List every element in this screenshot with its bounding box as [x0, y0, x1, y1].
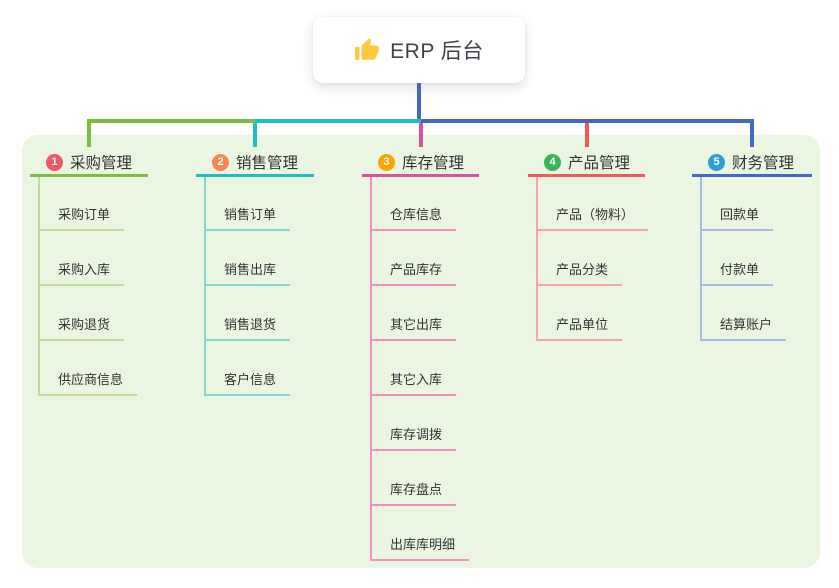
- branch-4-child-2[interactable]: 产品分类: [536, 258, 622, 286]
- child-node-label: 回款单: [720, 207, 760, 222]
- branch-header-2[interactable]: 2 销售管理: [196, 150, 314, 177]
- branch-badge-2: 2: [212, 153, 229, 171]
- branch-1-drop-line: [87, 119, 91, 147]
- child-node-label: 库存调拨: [390, 427, 443, 442]
- child-node-label: 其它出库: [390, 317, 443, 332]
- branch-1-rail-line: [38, 177, 40, 396]
- branch-label-5: 财务管理: [732, 155, 795, 172]
- branch-5-drop-line: [750, 119, 754, 147]
- branch-2-rail-line: [204, 177, 206, 396]
- branch-5-child-1[interactable]: 回款单: [700, 203, 773, 231]
- branch-1-child-1[interactable]: 采购订单: [38, 203, 124, 231]
- child-node-label: 供应商信息: [58, 372, 124, 387]
- branch-badge-1: 1: [46, 153, 63, 171]
- branch-1-child-2[interactable]: 采购入库: [38, 258, 124, 286]
- child-node-label: 其它入库: [390, 372, 443, 387]
- branch-3-child-3[interactable]: 其它出库: [370, 313, 456, 341]
- branch-3-rail-line: [370, 177, 372, 561]
- child-node-label: 采购入库: [58, 262, 111, 277]
- branch-1-child-4[interactable]: 供应商信息: [38, 368, 137, 396]
- child-node-label: 付款单: [720, 262, 760, 277]
- branch-2-child-1[interactable]: 销售订单: [204, 203, 290, 231]
- root-label: ERP 后台: [390, 40, 484, 63]
- child-node-label: 产品（物料）: [556, 207, 635, 222]
- branch-4-rail-line: [536, 177, 538, 341]
- branch-3-child-6[interactable]: 库存盘点: [370, 478, 456, 506]
- branch-label-3: 库存管理: [402, 155, 465, 172]
- branch-label-2: 销售管理: [236, 155, 299, 172]
- branch-1-child-3[interactable]: 采购退货: [38, 313, 124, 341]
- branch-2-child-2[interactable]: 销售出库: [204, 258, 290, 286]
- child-node-label: 仓库信息: [390, 207, 443, 222]
- branch-5-child-2[interactable]: 付款单: [700, 258, 773, 286]
- child-node-label: 库存盘点: [390, 482, 443, 497]
- trunk-segment-right: [421, 119, 754, 123]
- branch-3-child-7[interactable]: 出库库明细: [370, 533, 469, 561]
- child-node-label: 客户信息: [224, 372, 277, 387]
- branch-header-3[interactable]: 3 库存管理: [362, 150, 479, 177]
- branch-label-1: 采购管理: [70, 155, 133, 172]
- branch-4-drop-line: [585, 119, 589, 147]
- trunk-segment-left: [87, 119, 255, 123]
- child-node-label: 销售订单: [224, 207, 277, 222]
- child-node-label: 销售退货: [224, 317, 277, 332]
- branch-badge-4: 4: [544, 153, 561, 171]
- branch-badge-3: 3: [378, 153, 395, 171]
- root-connector-line: [417, 83, 421, 123]
- trunk-segment-middle: [255, 119, 421, 123]
- child-node-label: 采购退货: [58, 317, 111, 332]
- child-node-label: 产品库存: [390, 262, 443, 277]
- child-node-label: 产品单位: [556, 317, 609, 332]
- branch-header-4[interactable]: 4 产品管理: [528, 150, 645, 177]
- thumbs-up-icon: [354, 37, 380, 63]
- branch-3-child-5[interactable]: 库存调拨: [370, 423, 456, 451]
- child-node-label: 采购订单: [58, 207, 111, 222]
- branch-3-child-1[interactable]: 仓库信息: [370, 203, 456, 231]
- branch-5-rail-line: [700, 177, 702, 341]
- branch-label-4: 产品管理: [568, 155, 631, 172]
- branch-header-5[interactable]: 5 财务管理: [692, 150, 812, 177]
- branch-2-drop-line: [253, 119, 257, 147]
- branch-3-child-4[interactable]: 其它入库: [370, 368, 456, 396]
- branch-5-child-3[interactable]: 结算账户: [700, 313, 786, 341]
- branch-2-child-4[interactable]: 客户信息: [204, 368, 290, 396]
- child-node-label: 销售出库: [224, 262, 277, 277]
- branch-2-child-3[interactable]: 销售退货: [204, 313, 290, 341]
- branch-header-1[interactable]: 1 采购管理: [30, 150, 148, 177]
- branch-3-drop-line: [419, 119, 423, 147]
- background-panel: [22, 135, 820, 568]
- branch-3-child-2[interactable]: 产品库存: [370, 258, 456, 286]
- child-node-label: 出库库明细: [390, 537, 456, 552]
- child-node-label: 产品分类: [556, 262, 609, 277]
- root-node[interactable]: ERP 后台: [313, 17, 525, 83]
- branch-4-child-3[interactable]: 产品单位: [536, 313, 622, 341]
- branch-4-child-1[interactable]: 产品（物料）: [536, 203, 648, 231]
- child-node-label: 结算账户: [720, 317, 773, 332]
- branch-badge-5: 5: [708, 153, 725, 171]
